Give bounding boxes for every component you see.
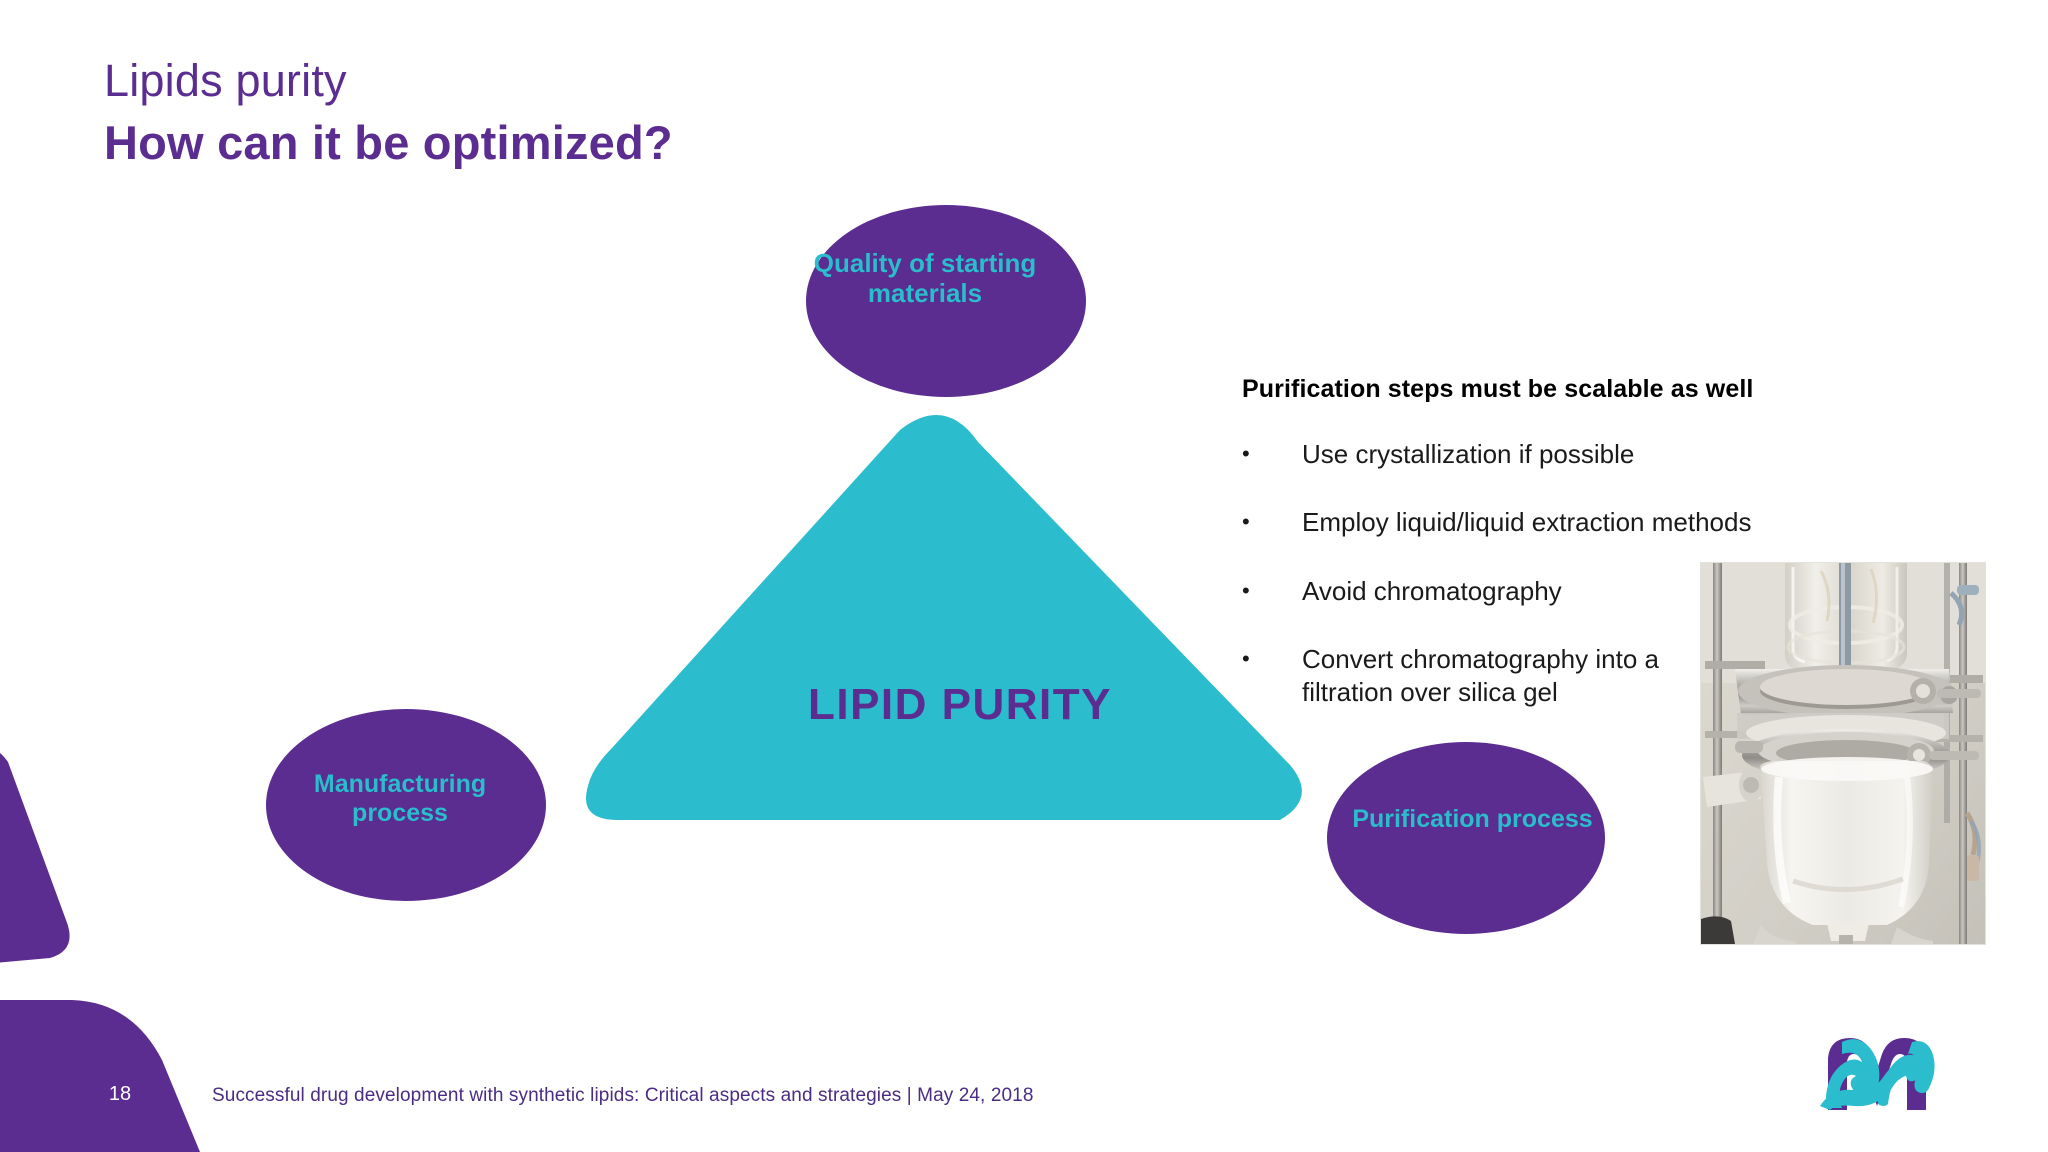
- deco-shape-upper: [0, 753, 70, 963]
- list-item: • Employ liquid/liquid extraction method…: [1242, 506, 1942, 539]
- purification-notes: Purification steps must be scalable as w…: [1242, 375, 1942, 744]
- footer-caption: Successful drug development with synthet…: [212, 1085, 1034, 1106]
- page-title: Lipids purity: [104, 55, 347, 106]
- lipid-purity-label: LIPID PURITY: [807, 680, 1113, 729]
- bullet-icon: •: [1242, 441, 1250, 466]
- title-block: Lipids purity How can it be optimized?: [104, 55, 673, 171]
- deco-shape-lower: [0, 1000, 200, 1152]
- list-item: • Avoid chromatography: [1242, 575, 1942, 608]
- page-subtitle: How can it be optimized?: [104, 115, 673, 169]
- page-number: 18: [108, 1083, 132, 1105]
- bullet-icon: •: [1242, 645, 1250, 671]
- ellipse-manufacturing: [266, 709, 546, 901]
- reactor-photo: [1701, 563, 1985, 944]
- corner-decoration: [0, 692, 300, 1152]
- list-item: • Convert chromatography into a filtrati…: [1242, 643, 1682, 710]
- list-item-text: Employ liquid/liquid extraction methods: [1302, 507, 1752, 538]
- bullet-icon: •: [1242, 509, 1250, 535]
- list-item-text: Convert chromatography into a filtration…: [1302, 643, 1659, 708]
- list-item-text: Use crystallization if possible: [1302, 439, 1635, 469]
- ellipse-purification: [1327, 742, 1605, 934]
- list-item-text: Avoid chromatography: [1302, 575, 1562, 606]
- list-item: • Use crystallization if possible: [1242, 438, 1942, 471]
- ellipse-quality: [806, 205, 1086, 397]
- notes-heading: Purification steps must be scalable as w…: [1242, 375, 1754, 403]
- bullet-icon: •: [1242, 577, 1250, 603]
- merck-logo: [1812, 1028, 1942, 1118]
- lipid-purity-triangle: [586, 415, 1302, 820]
